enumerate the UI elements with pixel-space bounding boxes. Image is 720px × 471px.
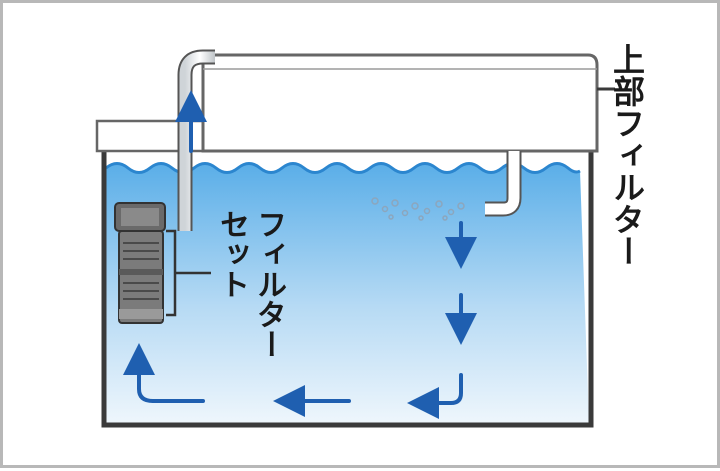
filter-set-label-line1: セット xyxy=(214,209,249,299)
aquarium-diagram xyxy=(95,49,615,428)
arrow-icon xyxy=(123,343,155,403)
flow-arrows xyxy=(123,90,477,419)
water xyxy=(106,163,589,423)
arrow-icon xyxy=(407,373,463,419)
top-filter-label: 上部フィルター xyxy=(608,43,646,267)
bubbles-icon xyxy=(371,197,465,221)
filter-set-device xyxy=(114,202,211,324)
tank-outline xyxy=(101,151,594,428)
top-filter-box xyxy=(201,53,599,153)
filter-set-label-line2: フィルター xyxy=(251,209,286,359)
